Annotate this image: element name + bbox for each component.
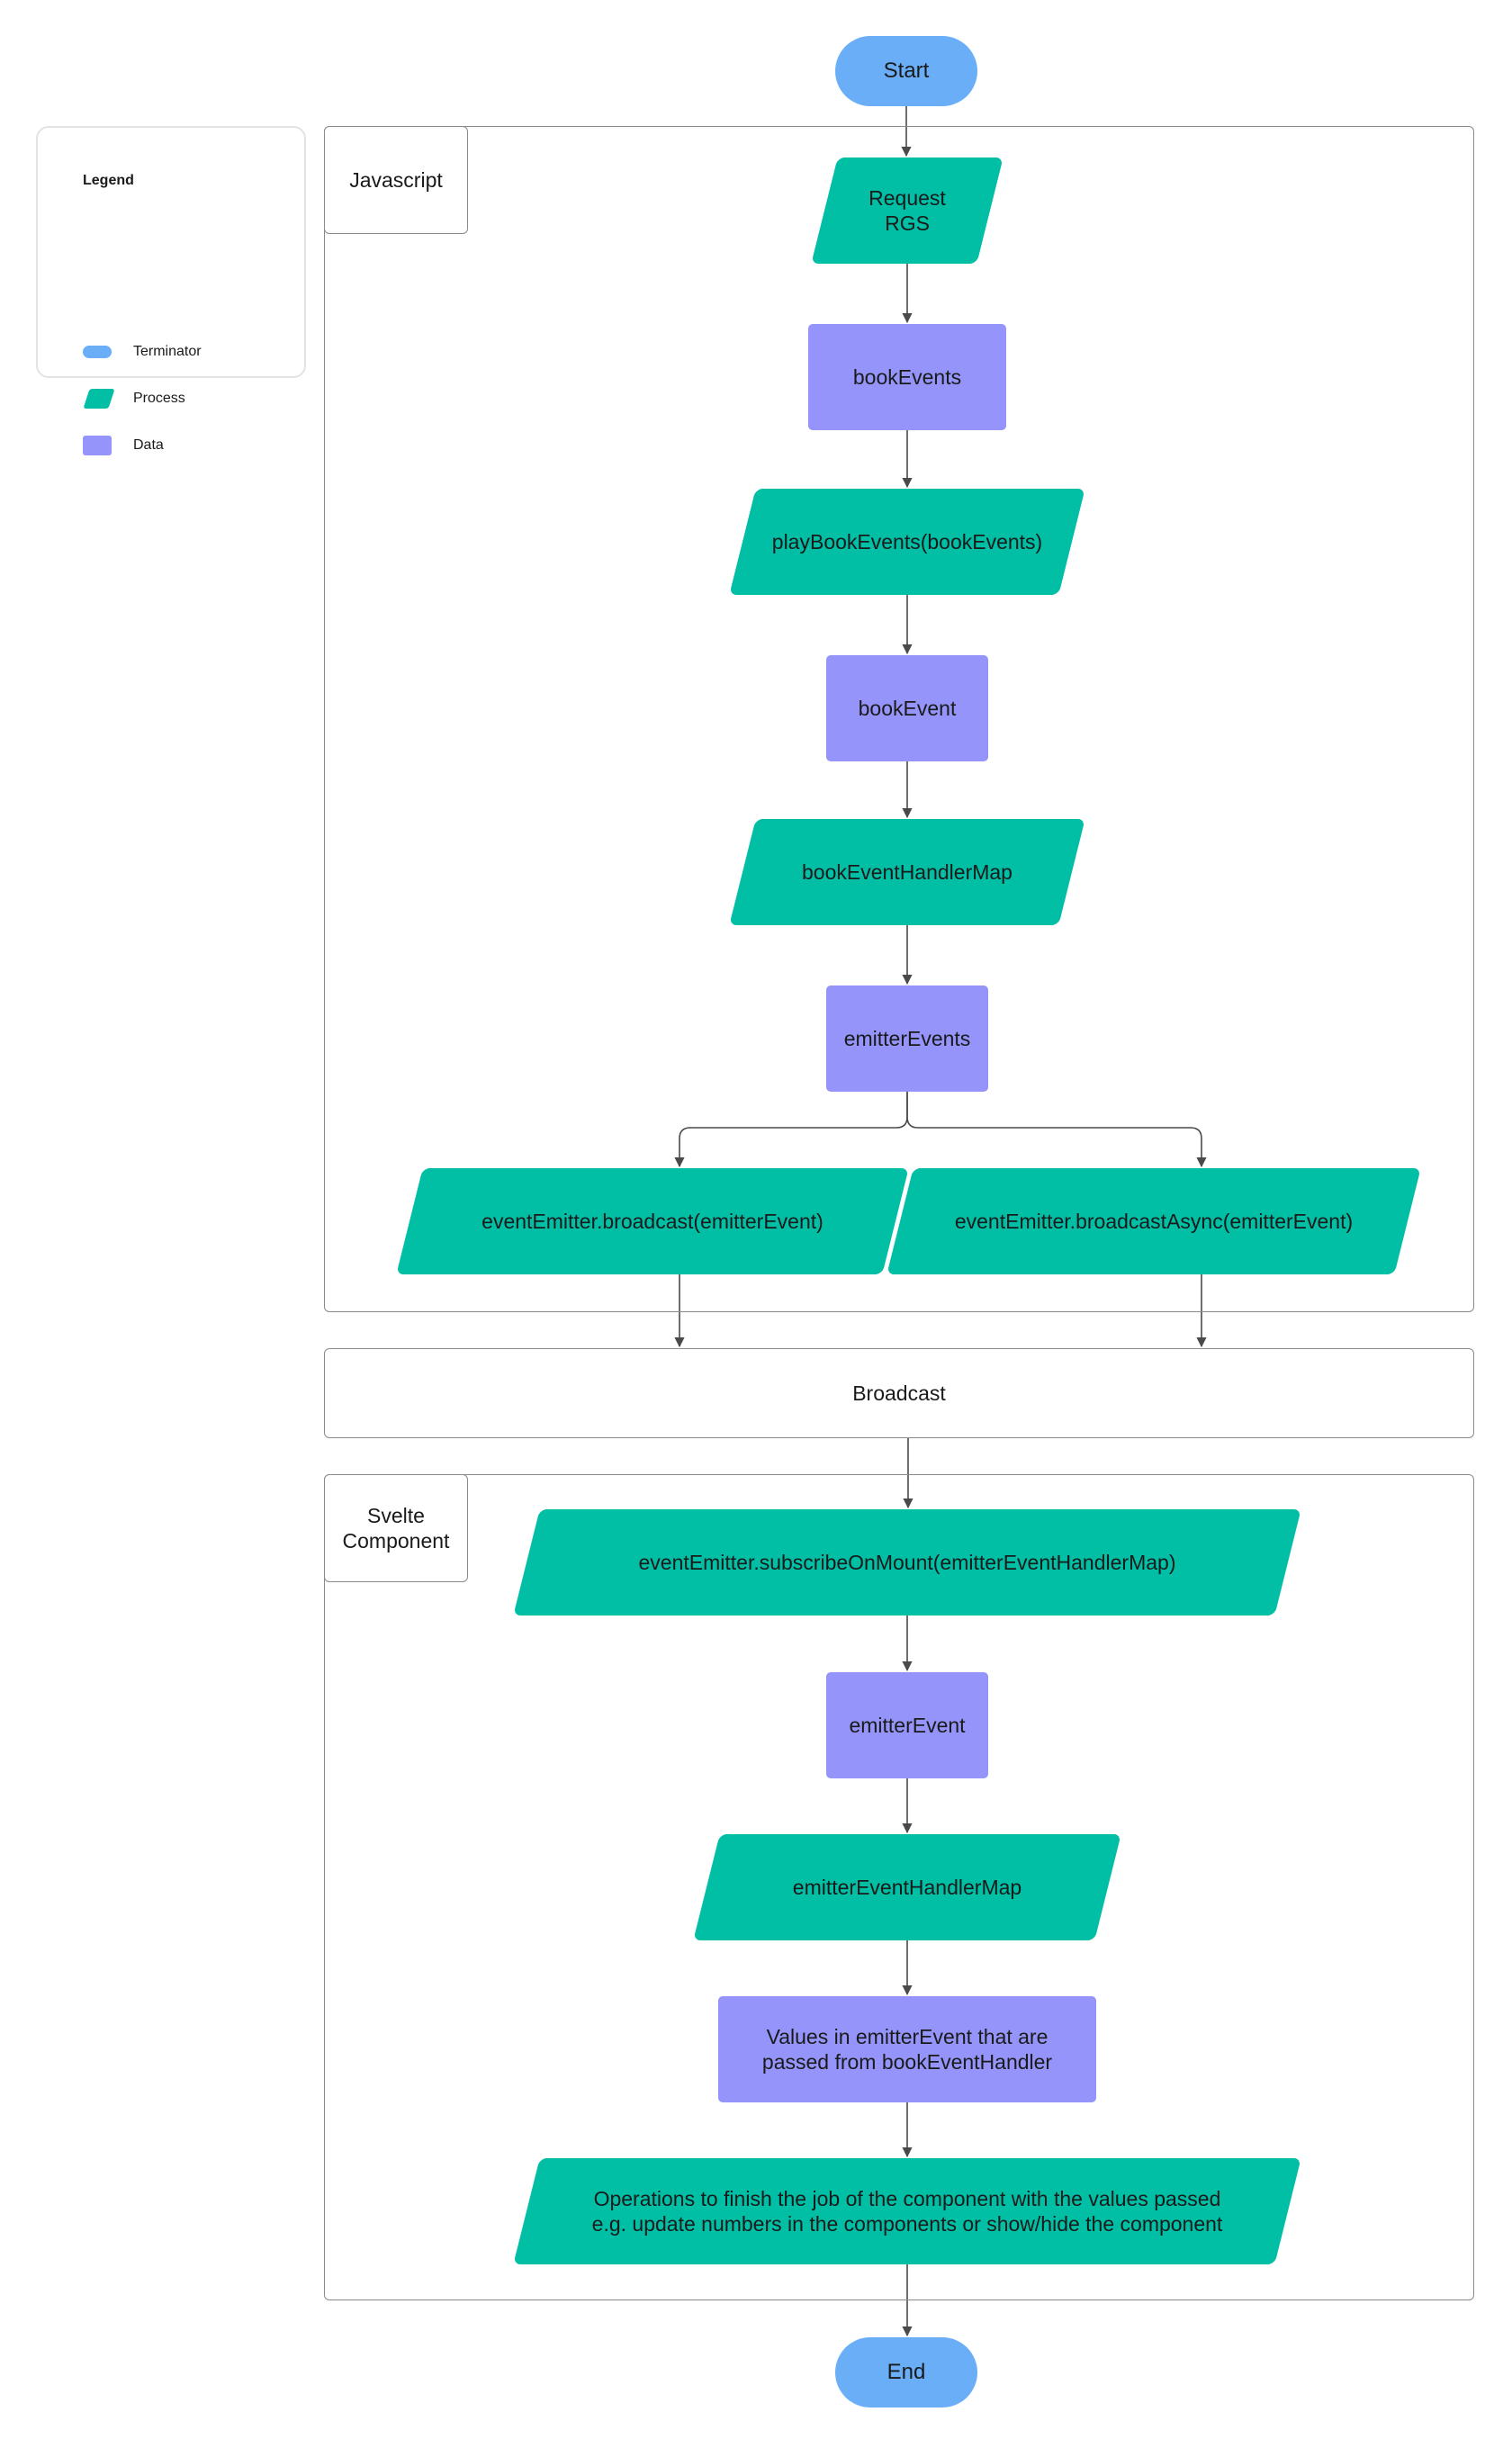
javascript-container-label: Javascript: [324, 126, 468, 234]
legend-item-label: Data: [133, 437, 164, 453]
node-label: End: [886, 2360, 926, 2384]
svelte-component-container: [324, 1474, 1474, 2300]
data-shape: [808, 324, 1006, 430]
node-label: emitterEvent: [849, 1714, 966, 1737]
broadcast-node: [324, 1348, 1474, 1438]
legend-item-process: Process: [83, 389, 185, 409]
node-label: bookEvent: [858, 697, 957, 720]
operations-process[interactable]: Operations to finish the job of the comp…: [513, 2158, 1301, 2264]
emitter-event-data[interactable]: emitterEvent: [826, 1672, 988, 1778]
broadcast-container: [324, 1348, 1474, 1438]
end-terminator[interactable]: End: [835, 2337, 977, 2408]
terminator-shape: [835, 2337, 977, 2408]
emitter-events-data[interactable]: emitterEvents: [826, 986, 988, 1092]
legend-title: Legend: [83, 173, 134, 188]
play-book-events-process[interactable]: playBookEvents(bookEvents): [729, 489, 1085, 595]
request-rgs-process[interactable]: Request RGS: [811, 158, 1004, 264]
node-label: eventEmitter.broadcastAsync(emitterEvent…: [954, 1210, 1354, 1233]
process-swatch-icon: [83, 389, 115, 409]
values-in-emitter-event-data[interactable]: Values in emitterEvent that are passed f…: [718, 1996, 1096, 2102]
legend: Legend Terminator Process Data: [36, 126, 306, 455]
book-event-handler-map-process[interactable]: bookEventHandlerMap: [729, 819, 1085, 925]
book-events-data[interactable]: bookEvents: [808, 324, 1006, 430]
terminator-shape: [835, 36, 977, 106]
legend-item-terminator: Terminator: [83, 342, 202, 362]
terminator-swatch-icon: [83, 346, 112, 358]
node-label: bookEventHandlerMap: [802, 860, 1012, 884]
broadcast-label: Broadcast: [852, 1381, 946, 1405]
data-shape: [826, 986, 988, 1092]
node-label: bookEvents: [852, 365, 962, 389]
node-label: Values in emitterEvent that are passed f…: [761, 2025, 1053, 2074]
legend-item-label: Process: [133, 391, 185, 406]
node-label: emitterEvents: [843, 1027, 971, 1050]
data-shape: [718, 1996, 1096, 2102]
legend-item-label: Terminator: [133, 344, 202, 359]
legend-item-data: Data: [83, 436, 164, 455]
javascript-container: [324, 126, 1474, 1312]
start-terminator[interactable]: Start: [835, 36, 977, 106]
broadcast-async-process[interactable]: eventEmitter.broadcastAsync(emitterEvent…: [886, 1168, 1421, 1274]
node-label: eventEmitter.broadcast(emitterEvent): [482, 1210, 824, 1233]
data-shape: [826, 655, 988, 761]
subscribe-on-mount-process[interactable]: eventEmitter.subscribeOnMount(emitterEve…: [513, 1509, 1301, 1616]
node-label: Start: [883, 58, 930, 83]
emitter-event-handler-map-process[interactable]: emitterEventHandlerMap: [693, 1834, 1121, 1940]
data-swatch-icon: [83, 436, 112, 455]
node-label: Operations to finish the job of the comp…: [591, 2187, 1223, 2236]
svelte-component-container-label: Svelte Component: [324, 1474, 468, 1582]
book-event-data[interactable]: bookEvent: [826, 655, 988, 761]
broadcast-sync-process[interactable]: eventEmitter.broadcast(emitterEvent): [396, 1168, 909, 1274]
node-label: eventEmitter.subscribeOnMount(emitterEve…: [638, 1551, 1176, 1574]
node-label: Request RGS: [868, 186, 946, 235]
node-label: playBookEvents(bookEvents): [771, 530, 1043, 554]
data-shape: [826, 1672, 988, 1778]
node-label: emitterEventHandlerMap: [792, 1876, 1022, 1899]
